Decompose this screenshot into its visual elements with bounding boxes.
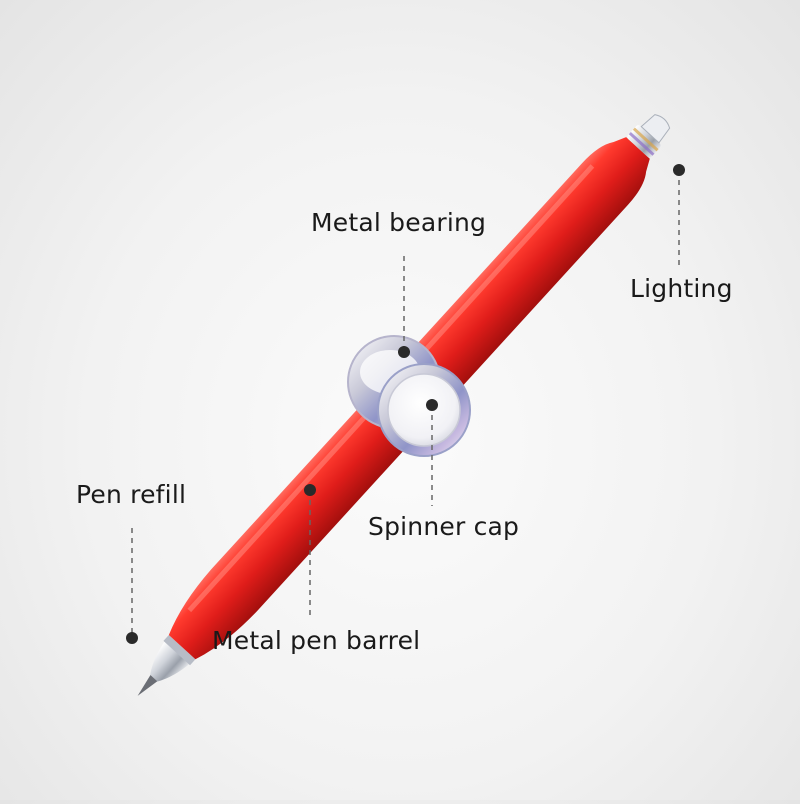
pen-refill-marker: [126, 632, 138, 644]
pen-refill-label: Pen refill: [76, 480, 187, 509]
lighting-cap: [640, 114, 671, 144]
lighting-label: Lighting: [630, 274, 733, 303]
lighting-marker: [673, 164, 685, 176]
metal-nose-cone: [150, 640, 191, 682]
metal-pen-barrel-label: Metal pen barrel: [212, 626, 421, 655]
pen-refill-tip: [137, 673, 159, 696]
spinner-assembly: [347, 335, 471, 457]
metal-bearing-label: Metal bearing: [311, 208, 487, 237]
spinner-cap-marker: [426, 399, 438, 411]
metal-pen-barrel-marker: [304, 484, 316, 496]
metal-band: [627, 125, 661, 158]
metal-bearing-marker: [398, 346, 410, 358]
spinner-cap-label: Spinner cap: [368, 512, 520, 541]
spinner-cap-face: [387, 373, 461, 447]
